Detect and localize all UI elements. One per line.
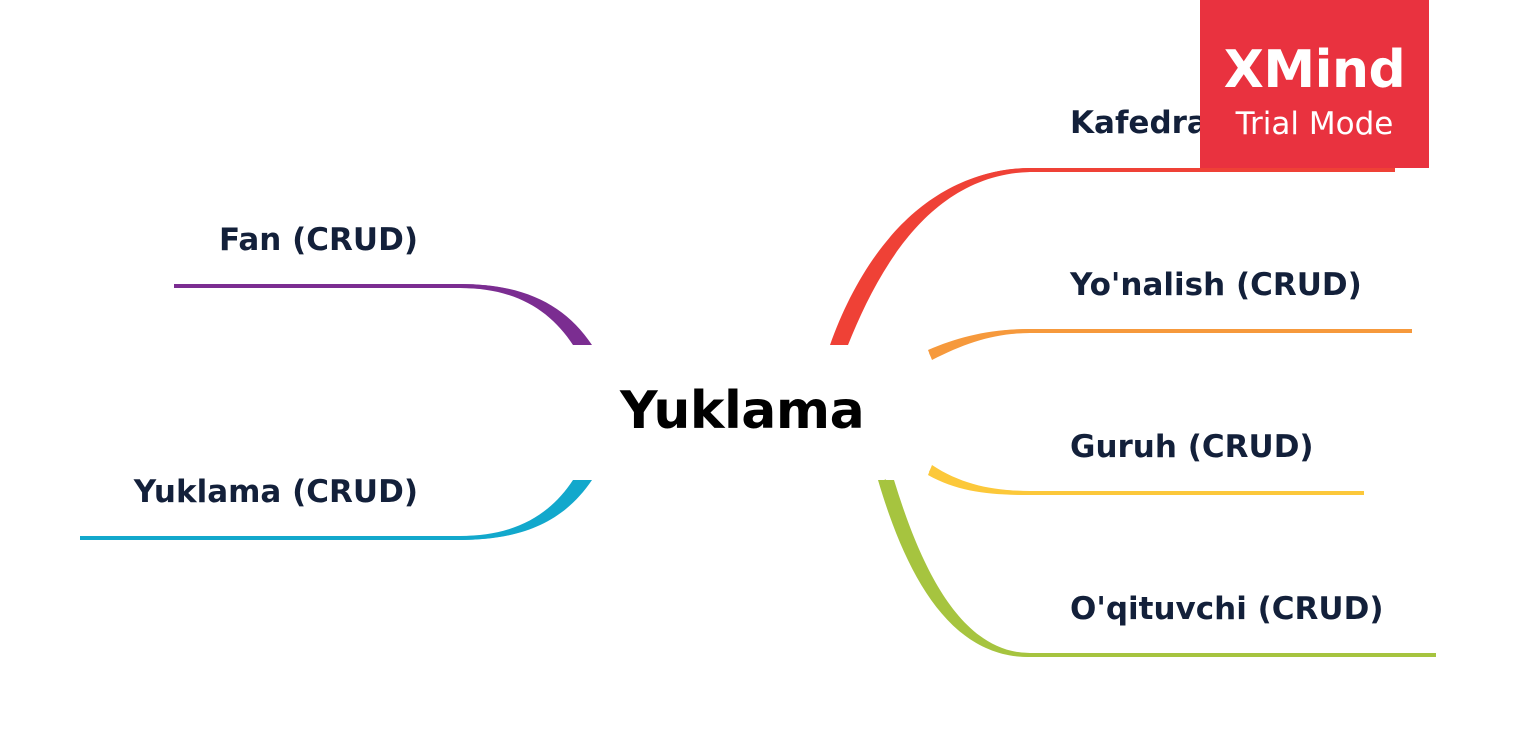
watermark-subtitle: Trial Mode: [1235, 106, 1394, 142]
central-topic[interactable]: Yuklama: [620, 381, 865, 441]
topic-kafedra[interactable]: Kafedra: [1070, 105, 1208, 141]
branch-guruh-taper: [928, 465, 1030, 495]
topic-fan[interactable]: Fan (CRUD): [218, 222, 418, 258]
branch-yonalish-taper: [928, 329, 1030, 360]
topic-yonalish[interactable]: Yo'nalish (CRUD): [1070, 267, 1362, 303]
branch-kafedra-taper: [830, 168, 1030, 345]
watermark-brand: XMind: [1223, 40, 1406, 100]
branch-kafedra: [834, 168, 1395, 345]
branch-oqituvchi-taper: [878, 480, 1030, 658]
topic-yuklama-crud[interactable]: Yuklama (CRUD): [133, 474, 418, 510]
topic-guruh[interactable]: Guruh (CRUD): [1070, 429, 1314, 465]
topic-oqituvchi[interactable]: O'qituvchi (CRUD): [1070, 591, 1384, 627]
branch-yuklama-taper: [460, 480, 592, 540]
branch-fan-taper: [460, 284, 592, 345]
trial-watermark: XMind Trial Mode: [1200, 0, 1429, 168]
